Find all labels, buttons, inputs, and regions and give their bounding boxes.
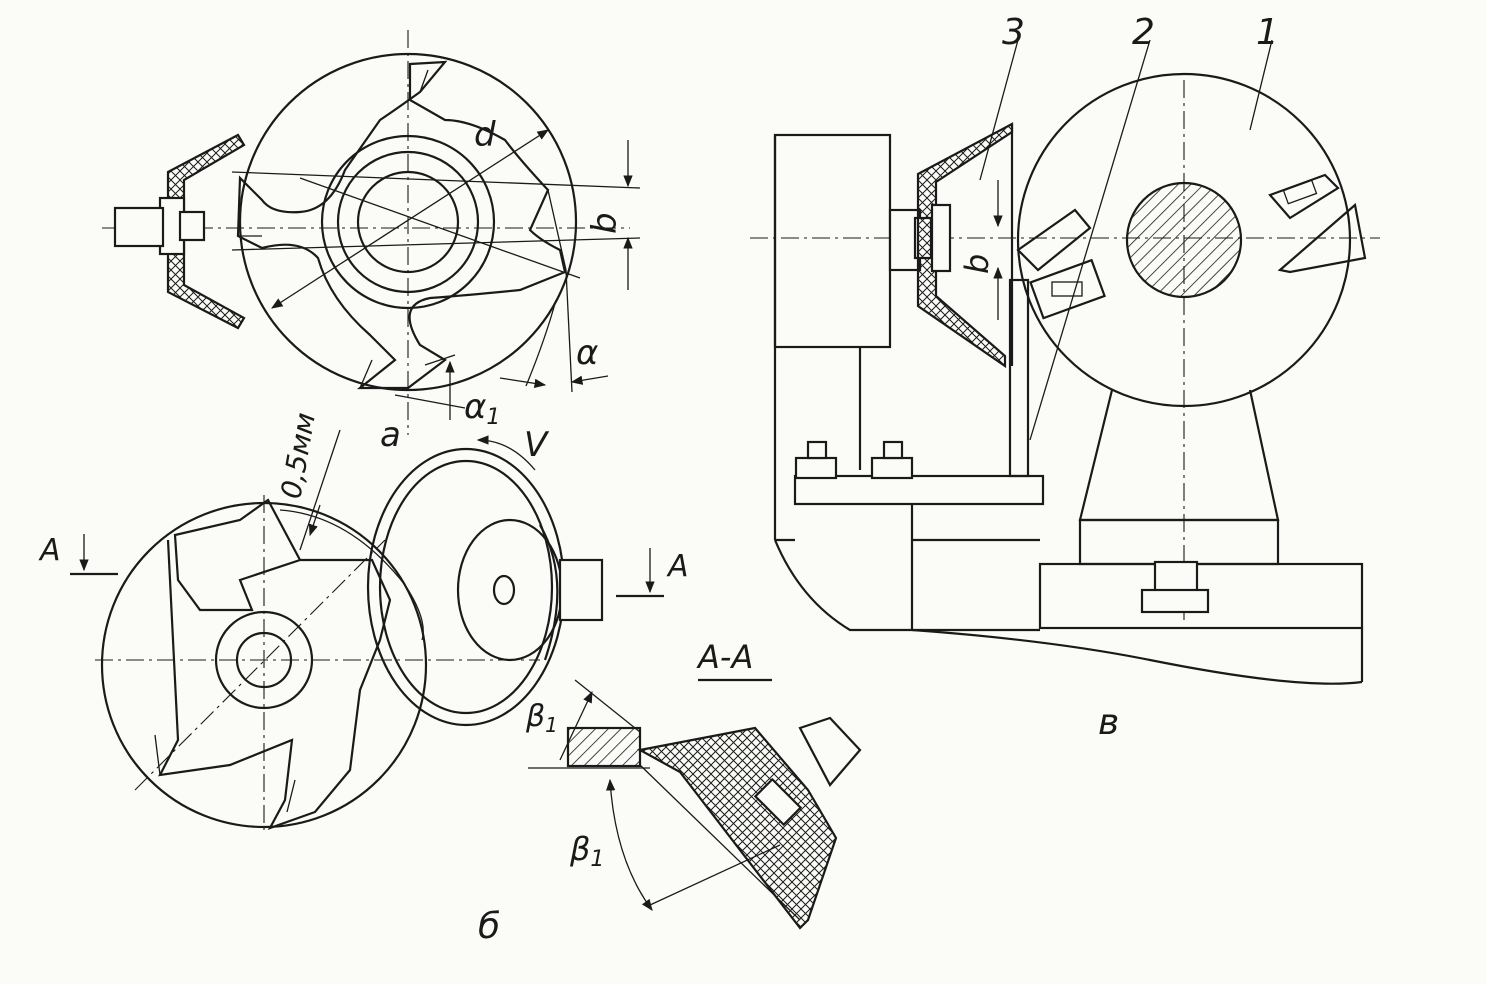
label-view-b: б [478, 906, 500, 947]
label-beta-top: β1 [525, 699, 558, 737]
label-a-left: A [38, 533, 61, 568]
label-beta-bottom: β1 [569, 830, 604, 872]
label-a: a [380, 415, 401, 455]
view-v-machine-setup [750, 39, 1380, 685]
label-1: 1 [1256, 12, 1279, 53]
section-a-a [528, 679, 862, 930]
label-section-a-a: A-A [696, 638, 753, 676]
view-b-profile-grinding [70, 429, 664, 830]
label-view-v: в [1098, 702, 1119, 743]
label-d: d [474, 115, 496, 155]
label-v: V [524, 425, 550, 465]
label-alpha: α [576, 333, 598, 373]
label-alpha1: α1 [464, 387, 500, 430]
view-a-cutter-grinding [102, 30, 641, 435]
label-0-5mm: 0,5мм [274, 410, 322, 501]
label-b-left: b [585, 212, 625, 234]
label-b-right: b [958, 254, 996, 274]
label-2: 2 [1132, 12, 1155, 53]
label-3: 3 [1002, 12, 1025, 53]
label-a-right: A [666, 549, 689, 584]
